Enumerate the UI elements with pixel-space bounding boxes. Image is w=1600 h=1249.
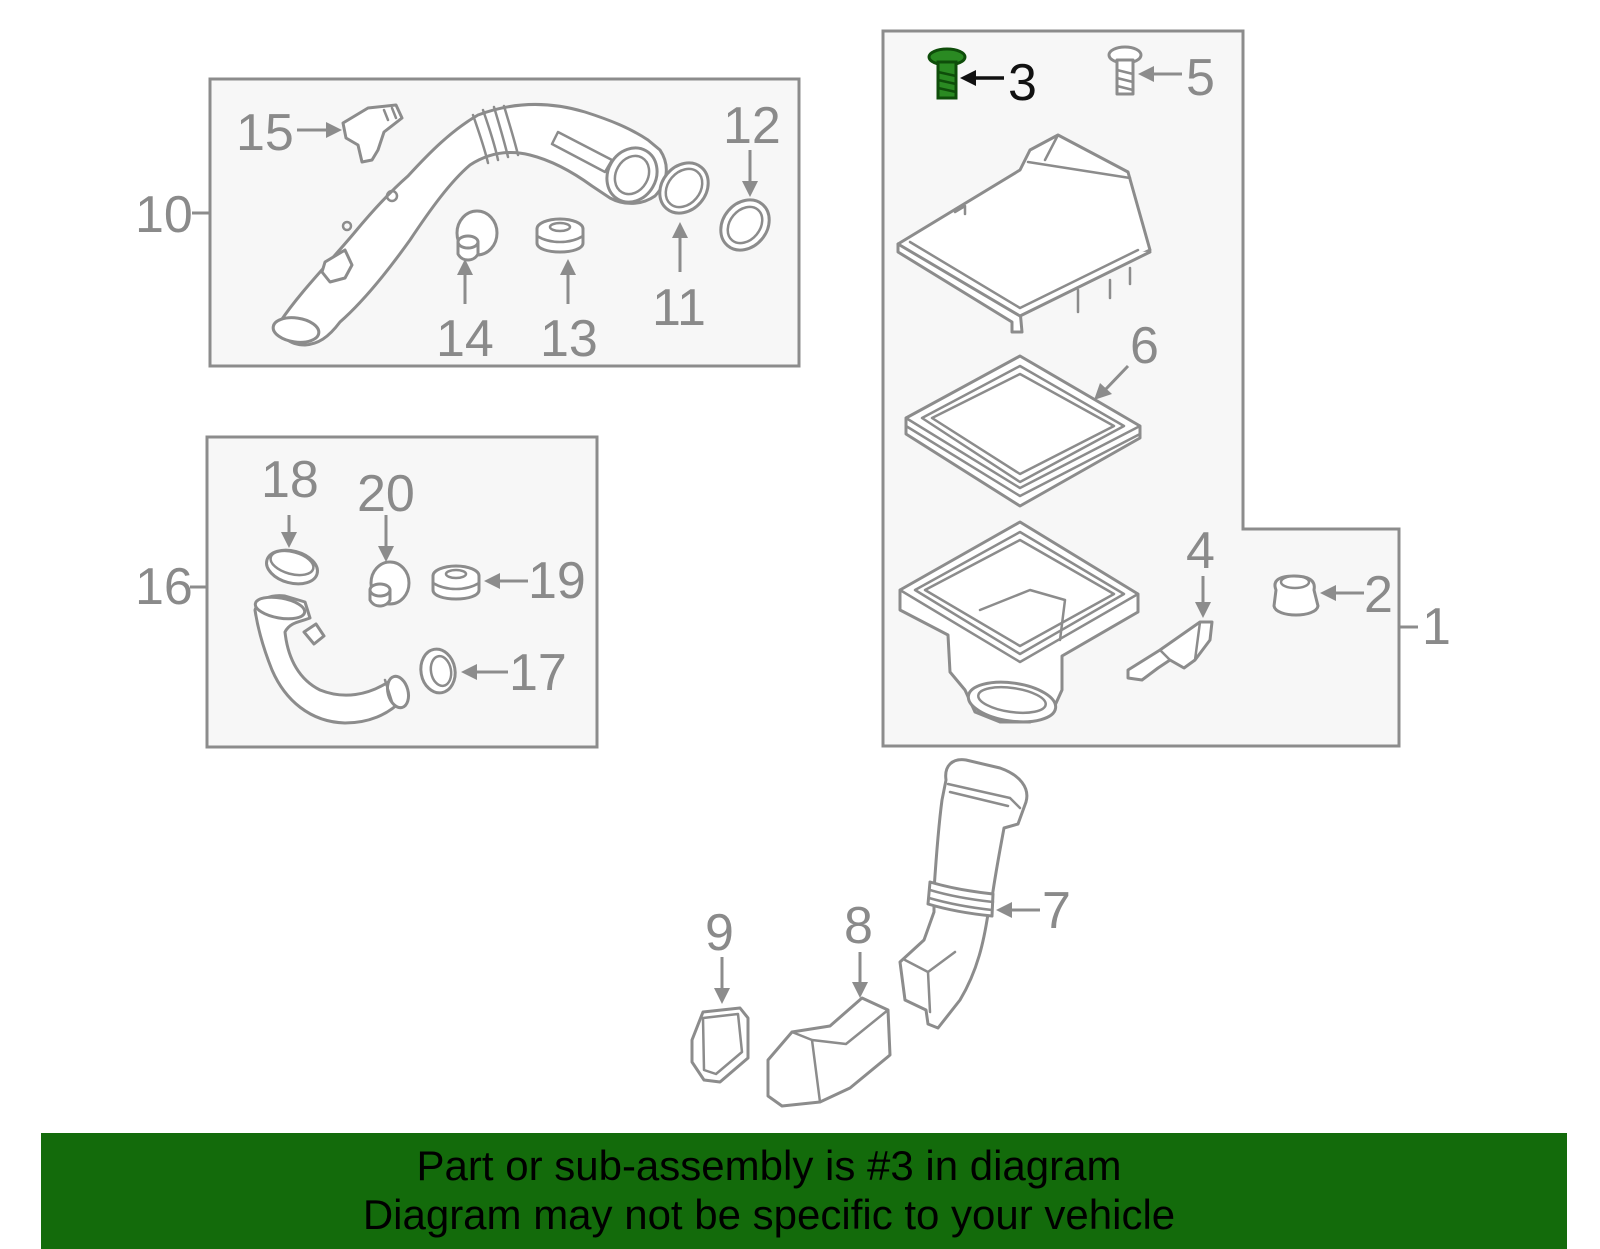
callout-17: 17 xyxy=(509,644,567,702)
callout-14: 14 xyxy=(436,310,494,368)
callout-12: 12 xyxy=(723,97,781,155)
grommet-13 xyxy=(535,217,585,254)
sensor-15 xyxy=(341,103,404,164)
callout-6: 6 xyxy=(1130,317,1159,375)
bracket-4 xyxy=(1126,620,1214,682)
callout-15: 15 xyxy=(236,104,294,162)
bolt-3 xyxy=(927,47,967,100)
grommet-19 xyxy=(431,564,481,601)
bracket-9 xyxy=(690,1006,750,1084)
banner-line-2: Diagram may not be specific to your vehi… xyxy=(362,1191,1176,1238)
info-banner: Part or sub-assembly is #3 in diagram Di… xyxy=(41,1133,1567,1249)
callout-7: 7 xyxy=(1042,882,1071,940)
callout-19: 19 xyxy=(528,552,586,610)
callout-8: 8 xyxy=(844,897,873,955)
clamp-12 xyxy=(719,198,771,252)
clamp-18 xyxy=(265,548,319,586)
callout-18: 18 xyxy=(261,451,319,509)
intake-duct-7 xyxy=(898,758,1029,1030)
duct-8 xyxy=(766,996,892,1108)
callout-20: 20 xyxy=(357,465,415,523)
callout-5: 5 xyxy=(1186,49,1215,107)
callout-16: 16 xyxy=(135,558,193,616)
air-filter-6 xyxy=(904,354,1142,508)
callout-11: 11 xyxy=(652,279,706,337)
callout-10: 10 xyxy=(135,186,193,244)
banner-line-1: Part or sub-assembly is #3 in diagram xyxy=(416,1142,1122,1189)
callout-13: 13 xyxy=(540,310,598,368)
intake-duct-tube-10 xyxy=(271,102,668,347)
grommet-20 xyxy=(368,560,411,608)
air-cleaner-housing xyxy=(898,520,1140,724)
air-cleaner-cover xyxy=(896,133,1152,334)
hose-16 xyxy=(253,594,411,725)
insulator-2 xyxy=(1272,574,1320,617)
screw-5 xyxy=(1107,45,1143,96)
callout-1: 1 xyxy=(1422,598,1451,656)
grommet-14 xyxy=(455,209,499,262)
callout-2: 2 xyxy=(1364,566,1393,624)
callout-9: 9 xyxy=(705,904,734,962)
callout-4: 4 xyxy=(1186,522,1215,580)
leader-lines xyxy=(190,66,1418,1004)
clamp-11 xyxy=(658,161,710,215)
callout-3: 3 xyxy=(1008,54,1037,112)
seal-17 xyxy=(419,647,457,695)
